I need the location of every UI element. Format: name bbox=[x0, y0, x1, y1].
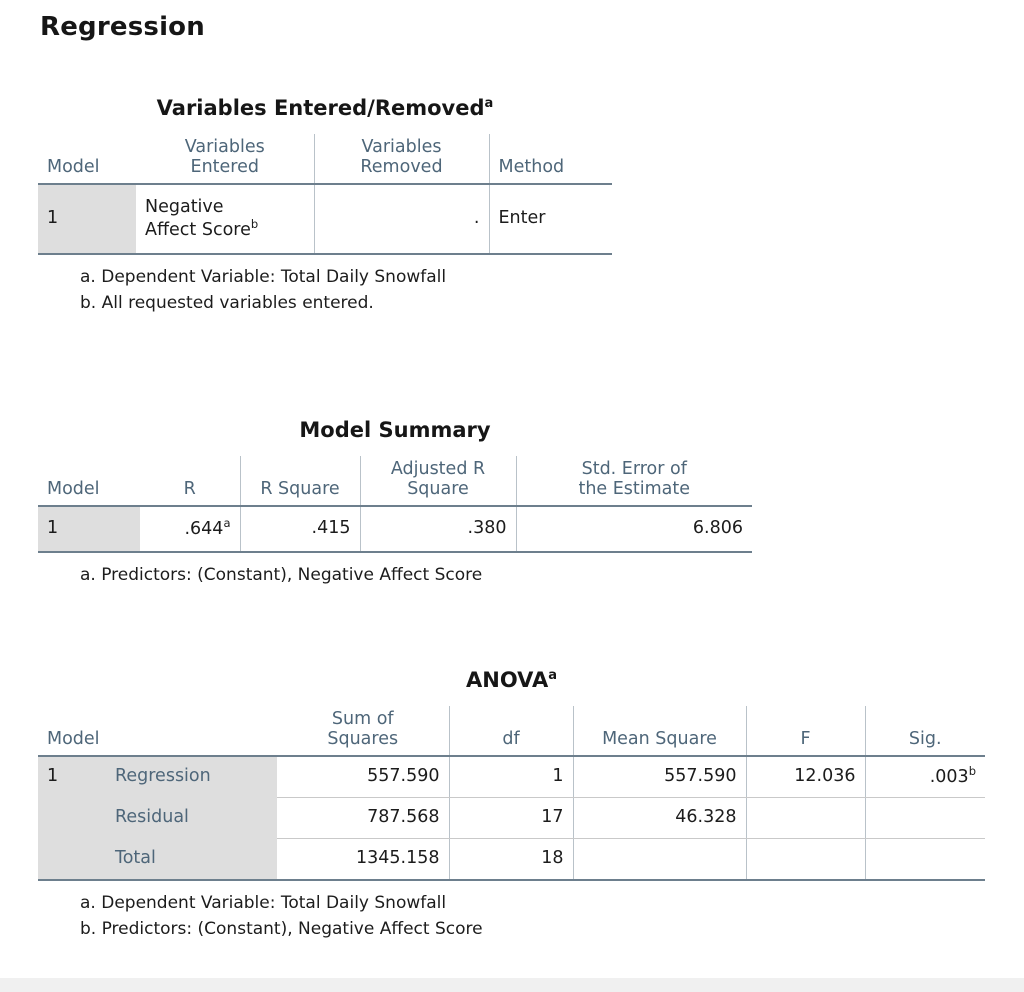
footnote-a: a. Dependent Variable: Total Daily Snowf… bbox=[80, 266, 447, 287]
cell-variables-removed: . bbox=[314, 183, 490, 255]
column-header-mean-square: Mean Square bbox=[573, 706, 747, 757]
column-header-adjusted-r-square: Adjusted R Square bbox=[360, 456, 517, 507]
table-caption-variables-text: Variables Entered/Removed bbox=[156, 96, 485, 120]
cell-sig-superscript: b bbox=[968, 764, 976, 779]
cell-model: 1 bbox=[38, 755, 106, 798]
footnote-b: b. Predictors: (Constant), Negative Affe… bbox=[80, 919, 483, 940]
table-caption-anova: ANOVAa bbox=[38, 668, 985, 692]
footnotes-variables: a. Dependent Variable: Total Daily Snowf… bbox=[38, 264, 612, 318]
column-header-model: Model bbox=[38, 706, 106, 757]
footnotes-anova: a. Dependent Variable: Total Daily Snowf… bbox=[38, 890, 985, 944]
column-header-source bbox=[106, 706, 277, 757]
cell-r-text: .644 bbox=[184, 519, 224, 539]
table-caption-anova-text: ANOVA bbox=[466, 668, 549, 692]
footnote-b: b. All requested variables entered. bbox=[80, 293, 374, 314]
cell-mean-square bbox=[573, 838, 747, 881]
variables-entered-removed-block: Variables Entered/Removeda Model Variabl… bbox=[38, 96, 612, 317]
cell-df: 1 bbox=[449, 755, 574, 798]
cell-df: 18 bbox=[449, 838, 574, 881]
column-header-method: Method bbox=[489, 134, 612, 185]
table-caption-anova-superscript: a bbox=[548, 668, 557, 683]
table-row: 1 Regression 557.590 1 557.590 12.036 .0… bbox=[38, 755, 985, 798]
cell-source: Total bbox=[106, 838, 277, 881]
cell-mean-square: 46.328 bbox=[573, 797, 747, 839]
model-summary-table: Model R R Square Adjusted R Square Std. … bbox=[38, 456, 752, 553]
cell-f bbox=[746, 838, 866, 881]
cell-df: 17 bbox=[449, 797, 574, 839]
cell-adjusted-r-square: .380 bbox=[360, 505, 517, 553]
footnotes-model-summary: a. Predictors: (Constant), Negative Affe… bbox=[38, 562, 752, 589]
cell-variables-entered: Negative Affect Scoreb bbox=[136, 183, 315, 255]
column-header-f: F bbox=[746, 706, 866, 757]
cell-model: 1 bbox=[38, 183, 136, 255]
footnote-a: a. Predictors: (Constant), Negative Affe… bbox=[80, 564, 483, 585]
variables-entered-removed-table: Model Variables Entered Variables Remove… bbox=[38, 134, 612, 255]
cell-source: Residual bbox=[106, 797, 277, 839]
cell-r-square: .415 bbox=[240, 505, 361, 553]
column-header-sum-of-squares: Sum of Squares bbox=[277, 706, 450, 757]
cell-model: 1 bbox=[38, 505, 140, 553]
column-header-std-error: Std. Error of the Estimate bbox=[516, 456, 752, 507]
cell-mean-square: 557.590 bbox=[573, 755, 747, 798]
column-header-r: R bbox=[140, 456, 241, 507]
column-header-model: Model bbox=[38, 456, 140, 507]
column-header-model: Model bbox=[38, 134, 136, 185]
cell-f: 12.036 bbox=[746, 755, 866, 798]
cell-sum-of-squares: 787.568 bbox=[277, 797, 450, 839]
table-header-row: Model R R Square Adjusted R Square Std. … bbox=[38, 456, 752, 507]
column-header-variables-entered: Variables Entered bbox=[136, 134, 315, 185]
table-row: Total 1345.158 18 bbox=[38, 838, 985, 881]
cell-sum-of-squares: 1345.158 bbox=[277, 838, 450, 881]
table-header-row: Model Sum of Squares df Mean Square F Si… bbox=[38, 706, 985, 757]
cell-source: Regression bbox=[106, 755, 277, 798]
bottom-strip bbox=[0, 978, 1024, 992]
column-header-sig: Sig. bbox=[865, 706, 985, 757]
model-summary-block: Model Summary Model R R Square Adjusted … bbox=[38, 418, 752, 588]
table-caption-model-summary: Model Summary bbox=[38, 418, 752, 442]
cell-variables-entered-superscript: b bbox=[250, 216, 259, 231]
table-caption-model-summary-text: Model Summary bbox=[299, 418, 491, 442]
footnote-a: a. Dependent Variable: Total Daily Snowf… bbox=[80, 892, 447, 913]
cell-model bbox=[38, 797, 106, 839]
cell-sig bbox=[865, 838, 985, 881]
table-header-row: Model Variables Entered Variables Remove… bbox=[38, 134, 612, 185]
anova-block: ANOVAa Model Sum of Squares df Mean Squa… bbox=[38, 668, 985, 943]
cell-sig bbox=[865, 797, 985, 839]
cell-variables-entered-text: Negative Affect Score bbox=[145, 196, 251, 240]
cell-f bbox=[746, 797, 866, 839]
cell-model bbox=[38, 838, 106, 881]
column-header-df: df bbox=[449, 706, 574, 757]
table-row: Residual 787.568 17 46.328 bbox=[38, 797, 985, 839]
anova-table: Model Sum of Squares df Mean Square F Si… bbox=[38, 706, 985, 881]
cell-sig: .003b bbox=[865, 755, 985, 798]
column-header-r-square: R Square bbox=[240, 456, 361, 507]
table-caption-variables-superscript: a bbox=[484, 96, 494, 111]
cell-sig-text: .003 bbox=[929, 767, 969, 787]
table-row: 1 .644a .415 .380 6.806 bbox=[38, 505, 752, 553]
table-caption-anova-wrap: ANOVAa bbox=[466, 668, 557, 692]
table-row: 1 Negative Affect Scoreb . Enter bbox=[38, 183, 612, 255]
cell-std-error: 6.806 bbox=[516, 505, 752, 553]
column-header-variables-removed: Variables Removed bbox=[314, 134, 490, 185]
page-title: Regression bbox=[40, 12, 205, 42]
cell-method: Enter bbox=[489, 183, 612, 255]
cell-r: .644a bbox=[140, 505, 241, 553]
cell-sum-of-squares: 557.590 bbox=[277, 755, 450, 798]
cell-r-superscript: a bbox=[223, 516, 231, 531]
table-caption-variables: Variables Entered/Removeda bbox=[38, 96, 612, 120]
